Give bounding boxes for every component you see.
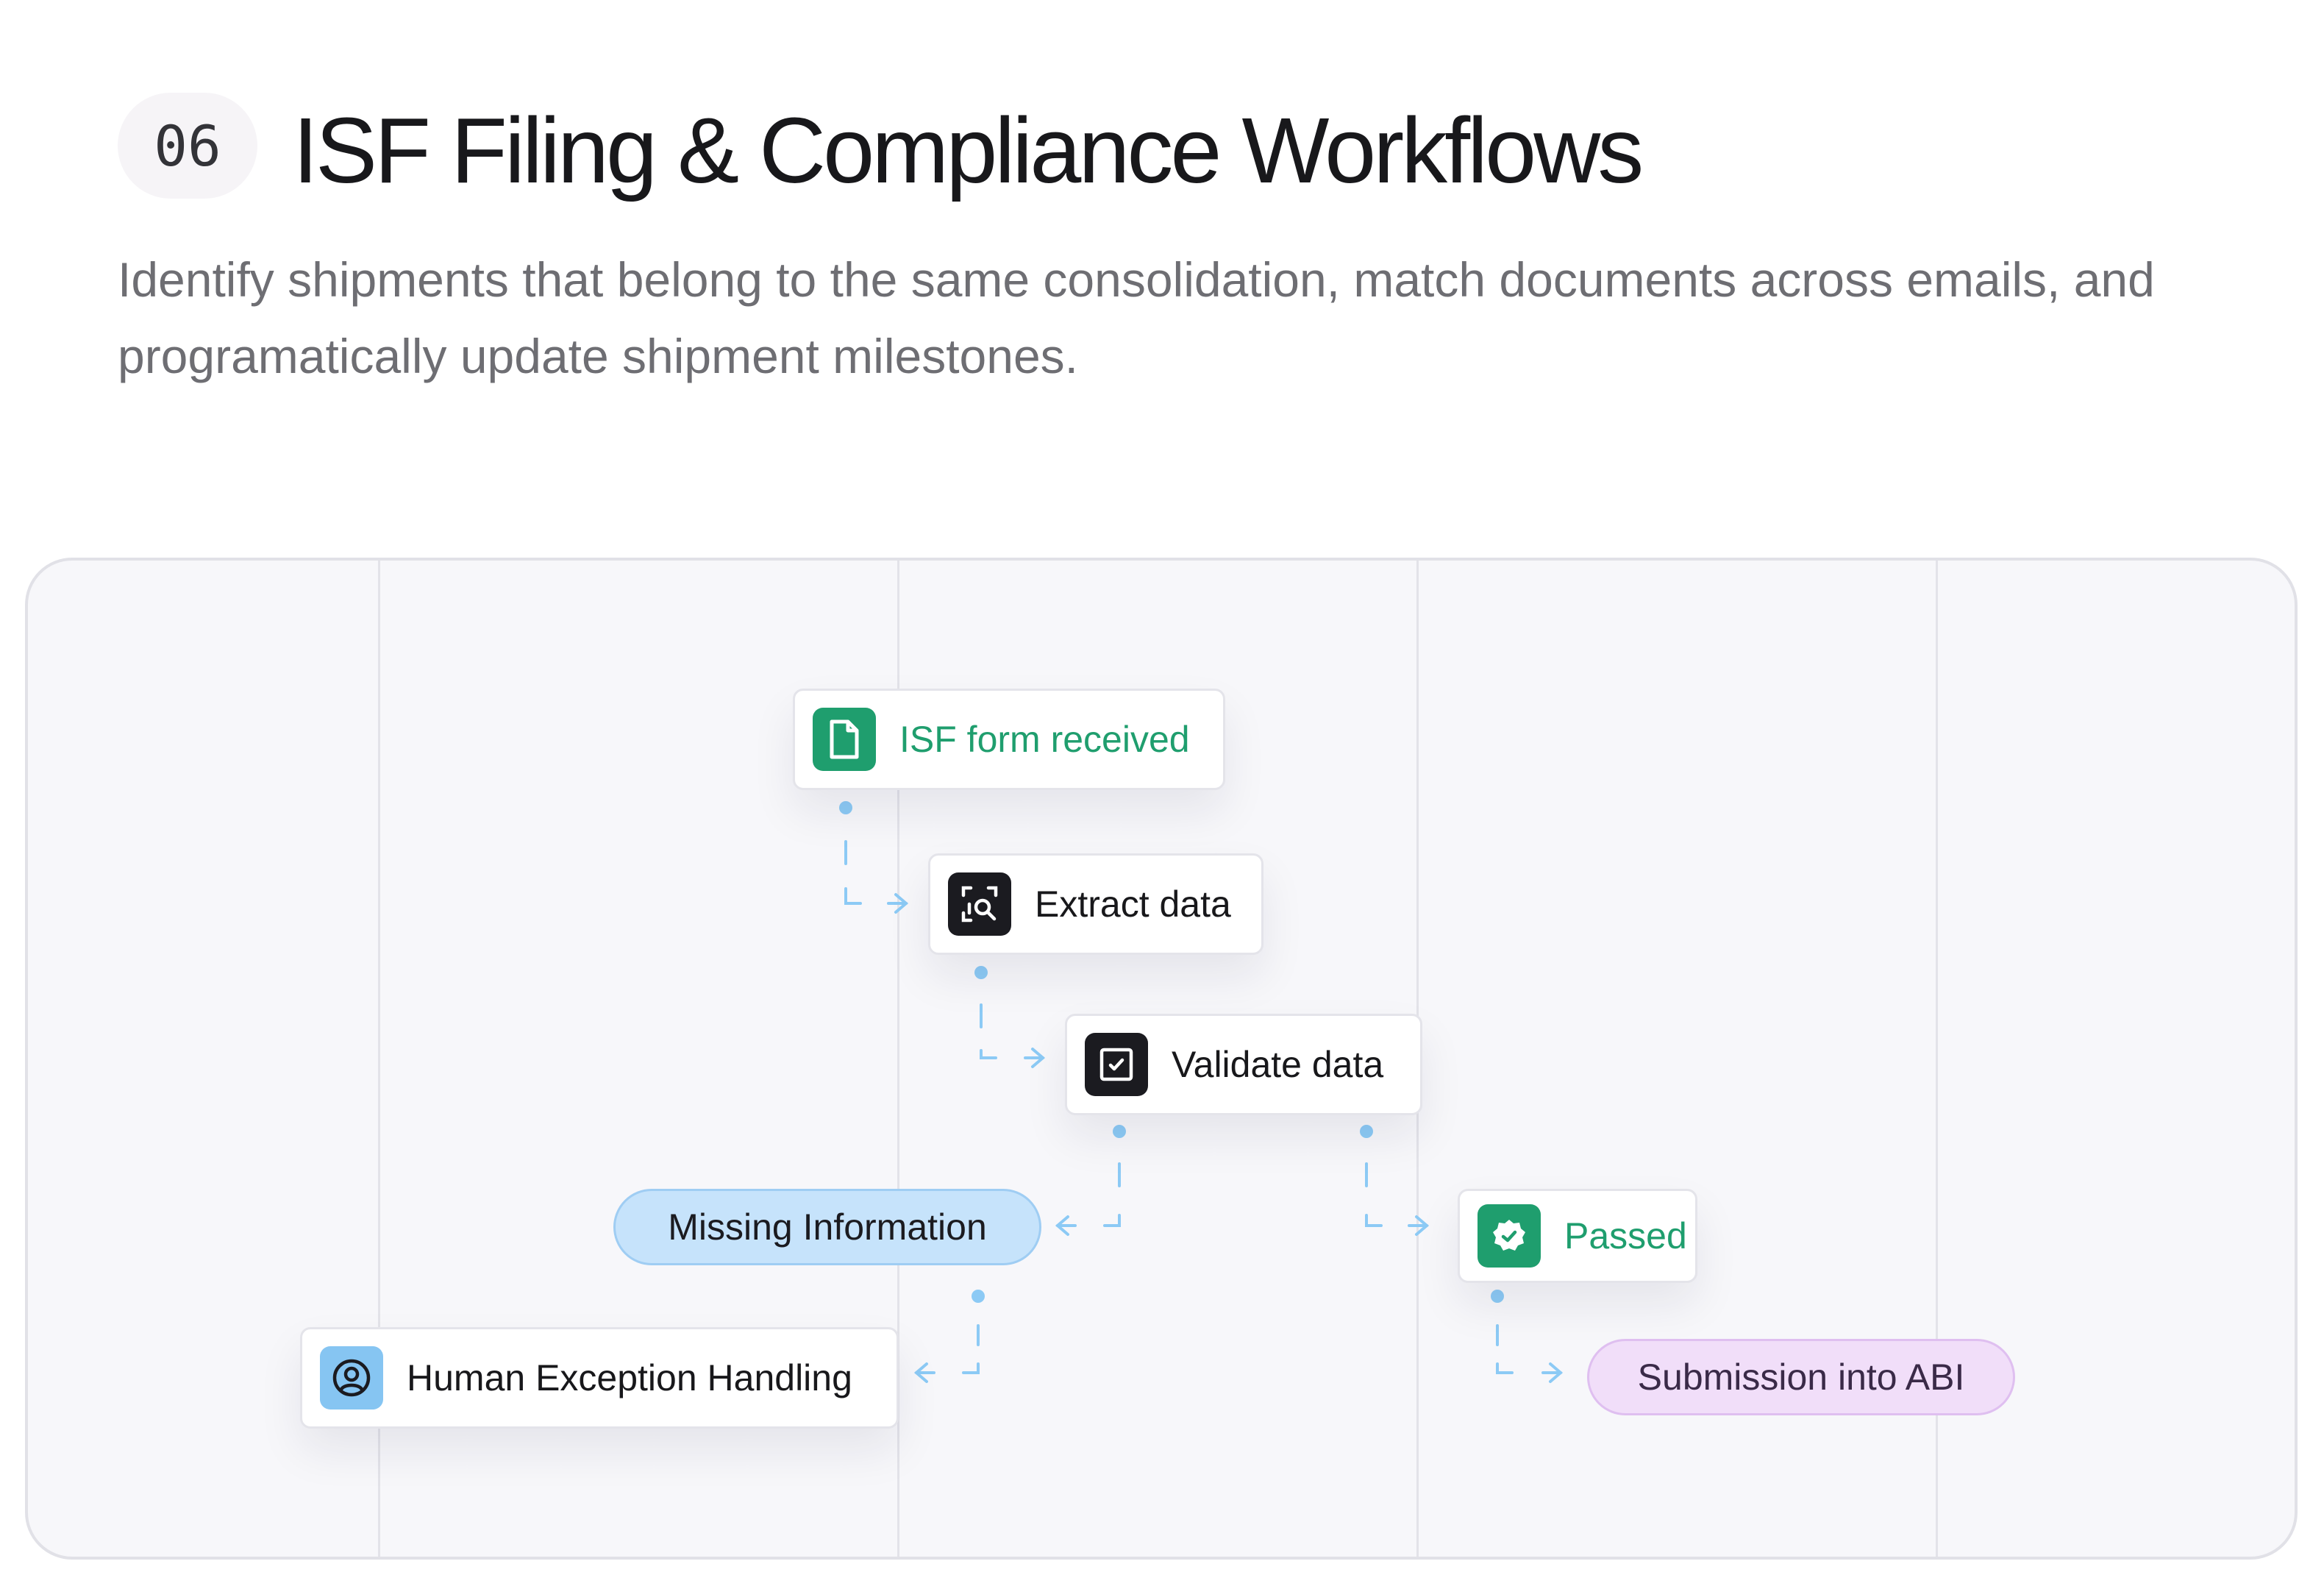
node-passed[interactable]: Passed xyxy=(1458,1189,1697,1283)
connector-extract-to-validate xyxy=(974,966,1046,1068)
connector-validate-to-passed xyxy=(1360,1125,1430,1236)
grid-line xyxy=(378,561,380,1557)
connector-passed-to-submission xyxy=(1491,1290,1564,1383)
check-badge-icon xyxy=(1478,1204,1541,1268)
node-missing-information[interactable]: Missing Information xyxy=(613,1189,1041,1265)
node-label: Human Exception Handling xyxy=(407,1357,852,1398)
grid-line xyxy=(1936,561,1938,1557)
grid-line xyxy=(897,561,899,1557)
node-validate-data[interactable]: Validate data xyxy=(1065,1014,1422,1115)
node-label: Missing Information xyxy=(668,1206,987,1248)
user-circle-icon xyxy=(320,1346,383,1410)
section-number-badge: 06 xyxy=(118,93,257,199)
node-label: Validate data xyxy=(1172,1044,1384,1085)
node-label: Passed xyxy=(1564,1215,1687,1256)
node-human-exception-handling[interactable]: Human Exception Handling xyxy=(300,1327,899,1429)
connector-isf-to-extract xyxy=(839,801,909,914)
document-icon xyxy=(813,708,876,771)
node-label: Submission into ABI xyxy=(1637,1357,1965,1398)
node-submission-into-abi[interactable]: Submission into ABI xyxy=(1587,1339,2015,1415)
workflow-diagram-panel: ISF form received Extract data Validate … xyxy=(25,558,2298,1560)
scan-search-icon xyxy=(948,872,1011,936)
connector-missing-to-human xyxy=(913,1290,985,1383)
page-title: ISF Filing & Compliance Workflows xyxy=(293,99,1644,202)
node-extract-data[interactable]: Extract data xyxy=(928,853,1263,955)
connector-validate-to-missing xyxy=(1055,1125,1126,1236)
node-isf-form-received[interactable]: ISF form received xyxy=(793,689,1225,790)
section-number: 06 xyxy=(154,113,221,179)
connector-layer xyxy=(839,801,1564,1383)
node-label: ISF form received xyxy=(899,719,1190,760)
check-square-icon xyxy=(1085,1033,1148,1096)
node-label: Extract data xyxy=(1035,884,1231,925)
page-subtitle: Identify shipments that belong to the sa… xyxy=(118,252,2155,383)
